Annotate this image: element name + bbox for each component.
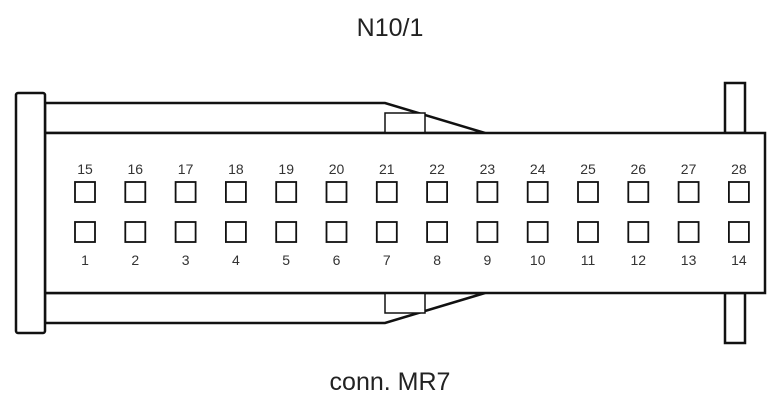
pin-27: [677, 181, 700, 203]
pin-label: 23: [480, 161, 496, 177]
pin-label: 8: [433, 252, 441, 268]
pin-6: [325, 221, 348, 243]
pin-label: 15: [77, 161, 93, 177]
pin-15: [74, 181, 96, 203]
pin-7: [375, 221, 398, 243]
pin-label: 3: [182, 252, 190, 268]
pin-9: [476, 221, 499, 243]
pin-24: [526, 181, 549, 203]
pin-label: 19: [278, 161, 294, 177]
connector-title: N10/1: [356, 14, 424, 42]
pin-20: [325, 181, 348, 203]
pin-25: [577, 181, 599, 203]
pin-label: 17: [178, 161, 194, 177]
pin-8: [426, 221, 449, 243]
pin-label: 9: [484, 252, 492, 268]
connector-caption: conn. MR7: [329, 368, 451, 396]
pin-label: 27: [681, 161, 697, 177]
pin-label: 21: [379, 161, 395, 177]
right-tab-bottom: [723, 291, 747, 345]
pin-label: 10: [530, 252, 546, 268]
pin-21: [375, 181, 398, 203]
pin-3: [174, 221, 197, 243]
pin-label: 7: [383, 252, 391, 268]
pin-28: [728, 181, 750, 203]
pin-label: 20: [329, 161, 345, 177]
pin-1: [74, 221, 96, 243]
pin-10: [526, 221, 549, 243]
pin-12: [627, 221, 650, 243]
pin-17: [174, 181, 197, 203]
pin-18: [224, 181, 247, 203]
pin-label: 28: [731, 161, 747, 177]
pin-26: [627, 181, 650, 203]
pin-2: [124, 221, 147, 243]
pin-23: [476, 181, 499, 203]
pin-label: 1: [81, 252, 89, 268]
pin-13: [677, 221, 700, 243]
pin-label: 13: [681, 252, 697, 268]
pin-label: 6: [333, 252, 341, 268]
right-tab-top: [723, 81, 747, 135]
pin-label: 5: [282, 252, 290, 268]
pin-label: 14: [731, 252, 747, 268]
left-flange: [14, 91, 47, 335]
connector-body: [43, 131, 767, 295]
pin-label: 2: [131, 252, 139, 268]
pin-label: 18: [228, 161, 244, 177]
pin-label: 24: [530, 161, 546, 177]
pin-14: [728, 221, 750, 243]
pin-22: [426, 181, 449, 203]
bottom-latch: [384, 292, 426, 314]
top-latch: [384, 112, 426, 134]
pin-19: [275, 181, 298, 203]
pin-label: 4: [232, 252, 240, 268]
pin-4: [224, 221, 247, 243]
pin-label: 26: [631, 161, 647, 177]
pin-5: [275, 221, 298, 243]
pin-11: [577, 221, 599, 243]
pin-label: 22: [429, 161, 445, 177]
pin-label: 12: [631, 252, 647, 268]
pin-label: 11: [581, 252, 596, 268]
pin-16: [124, 181, 147, 203]
pin-label: 16: [128, 161, 144, 177]
pin-label: 25: [580, 161, 596, 177]
